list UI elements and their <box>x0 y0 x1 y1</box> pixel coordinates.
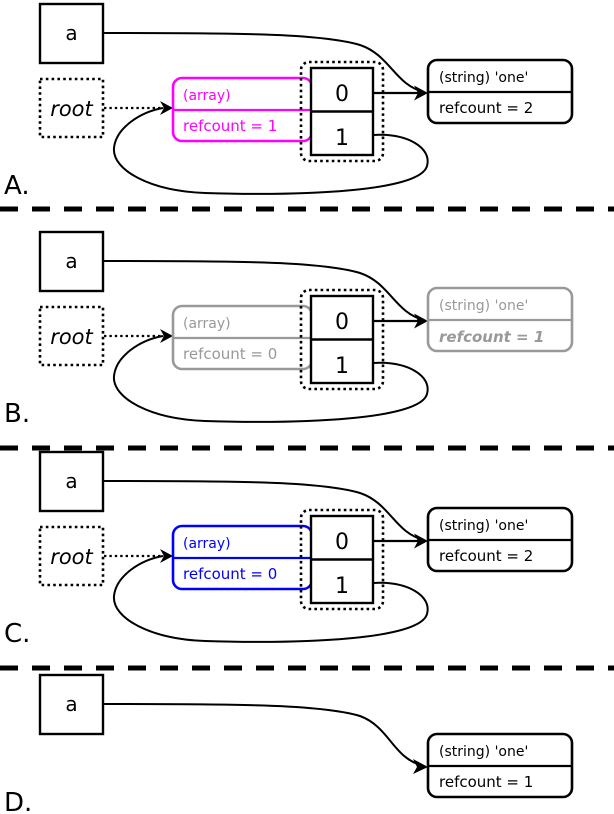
array-cell-index-0: 0 <box>335 82 349 107</box>
panel-letter-d: D. <box>4 788 32 814</box>
cell1-to-array-loop <box>112 555 429 643</box>
variable-label: a <box>65 21 77 45</box>
string-type-label: (string) 'one' <box>439 298 528 314</box>
array-type-label: (array) <box>183 88 231 104</box>
cell0-to-string-arrowhead <box>414 85 428 101</box>
a-to-string-edge <box>103 480 425 541</box>
variable-box-a: a <box>38 2 105 65</box>
array-cells: 0 1 <box>309 514 375 605</box>
array-box: (array) refcount = 0 <box>171 304 314 371</box>
string-box: (string) 'one' refcount = 1 <box>426 732 574 799</box>
panel-letter-b: B. <box>4 399 30 429</box>
root-to-array-arrowhead <box>160 329 173 343</box>
variable-box-a: a <box>38 673 105 736</box>
string-type-label: (string) 'one' <box>439 518 528 534</box>
root-box: root <box>38 525 105 587</box>
array-refcount-label: refcount = 1 <box>183 117 277 135</box>
root-box: root <box>38 77 105 139</box>
array-cell-index-1: 1 <box>335 574 349 599</box>
a-to-string-edge <box>103 260 425 321</box>
panel-a: a root (array) refcount = 1 0 1 <box>4 2 574 201</box>
root-to-array-arrowhead <box>160 549 173 563</box>
string-refcount-label: refcount = 2 <box>439 99 533 117</box>
root-to-array-arrowhead <box>160 101 173 115</box>
array-box: (array) refcount = 0 <box>171 524 314 591</box>
panel-b: a root (array) refcount = 0 0 1 <box>4 230 574 429</box>
array-cell-index-0: 0 <box>335 310 349 335</box>
array-cell-index-0: 0 <box>335 530 349 555</box>
cell1-to-array-loop <box>112 335 429 423</box>
panel-d: a (string) 'one' refcount = 1 D. <box>4 673 574 814</box>
a-to-string-edge <box>103 703 425 767</box>
variable-label: a <box>65 469 77 493</box>
root-label: root <box>50 545 93 569</box>
array-cell-index-1: 1 <box>335 354 349 379</box>
root-label: root <box>50 97 93 121</box>
array-refcount-label: refcount = 0 <box>183 565 277 583</box>
string-type-label: (string) 'one' <box>439 744 528 760</box>
array-refcount-label: refcount = 0 <box>183 345 277 363</box>
variable-label: a <box>65 249 77 273</box>
array-cell-index-1: 1 <box>335 126 349 151</box>
array-cells: 0 1 <box>309 294 375 385</box>
variable-label: a <box>65 692 77 716</box>
string-refcount-label: refcount = 2 <box>439 547 533 565</box>
string-refcount-label: refcount = 1 <box>439 328 544 346</box>
string-refcount-label: refcount = 1 <box>439 773 533 791</box>
string-box: (string) 'one' refcount = 1 <box>426 286 574 353</box>
string-type-label: (string) 'one' <box>439 70 528 86</box>
array-cells: 0 1 <box>309 66 375 157</box>
a-to-string-edge <box>103 32 425 93</box>
panel-c: a root (array) refcount = 0 0 1 <box>4 450 574 649</box>
root-box: root <box>38 305 105 367</box>
panel-letter-a: A. <box>4 171 30 201</box>
array-type-label: (array) <box>183 536 231 552</box>
root-label: root <box>50 325 93 349</box>
array-box: (array) refcount = 1 <box>171 76 314 143</box>
string-box: (string) 'one' refcount = 2 <box>426 58 574 125</box>
array-type-label: (array) <box>183 316 231 332</box>
cell1-to-array-loop <box>112 107 429 195</box>
a-to-string-arrowhead <box>413 759 428 774</box>
variable-box-a: a <box>38 230 105 293</box>
variable-box-a: a <box>38 450 105 513</box>
cell0-to-string-arrowhead <box>414 313 428 329</box>
panel-letter-c: C. <box>4 619 30 649</box>
cell0-to-string-arrowhead <box>414 533 428 549</box>
string-box: (string) 'one' refcount = 2 <box>426 506 574 573</box>
